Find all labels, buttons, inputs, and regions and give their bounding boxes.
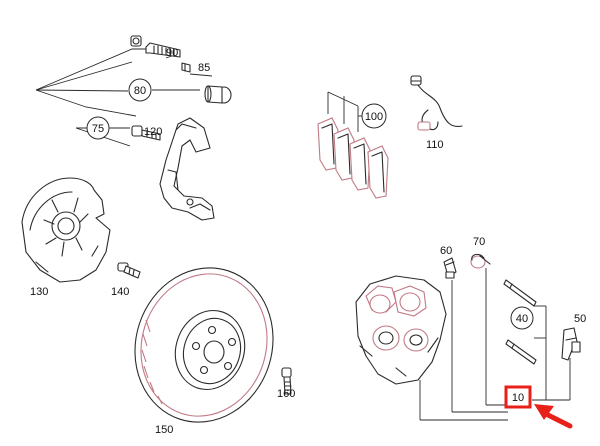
bolt-part-140[interactable] bbox=[117, 262, 141, 279]
label-130[interactable]: 130 bbox=[30, 286, 48, 298]
callout-40[interactable]: 40 bbox=[510, 306, 534, 330]
label-10: 10 bbox=[512, 392, 524, 404]
red-arrow-icon bbox=[534, 404, 573, 429]
callout-10-highlight[interactable]: 10 bbox=[504, 385, 532, 409]
callout-80[interactable]: 80 bbox=[128, 78, 152, 102]
callout-100[interactable]: 100 bbox=[361, 103, 387, 129]
guide-pins-part-40[interactable] bbox=[503, 279, 537, 365]
spring-clip-part-50[interactable] bbox=[561, 327, 581, 361]
label-80: 80 bbox=[134, 85, 146, 97]
wear-sensor-part-110[interactable] bbox=[410, 75, 463, 131]
label-60[interactable]: 60 bbox=[440, 245, 452, 257]
guide-pin-part-85[interactable] bbox=[181, 62, 191, 73]
label-120[interactable]: 120 bbox=[144, 126, 162, 138]
bolt-part-90[interactable] bbox=[145, 42, 181, 58]
brake-pads-part-100[interactable] bbox=[317, 91, 389, 199]
label-90[interactable]: 90 bbox=[166, 47, 178, 59]
leader-lines-caliper bbox=[419, 268, 571, 421]
callout-75[interactable]: 75 bbox=[86, 116, 110, 140]
bolt-part-120[interactable] bbox=[131, 125, 161, 141]
label-40: 40 bbox=[516, 313, 528, 325]
label-150[interactable]: 150 bbox=[155, 424, 173, 436]
label-75: 75 bbox=[92, 123, 104, 135]
brake-caliper-part-10[interactable] bbox=[355, 275, 447, 385]
label-70[interactable]: 70 bbox=[473, 236, 485, 248]
caliper-bracket[interactable] bbox=[159, 117, 215, 221]
dust-shield-part-130[interactable] bbox=[21, 177, 111, 283]
brake-disc-part-150[interactable] bbox=[115, 250, 293, 440]
label-85[interactable]: 85 bbox=[198, 62, 210, 74]
bolt-part-160[interactable] bbox=[281, 367, 292, 395]
nut-top[interactable] bbox=[130, 35, 142, 47]
bleeder-valve-part-60[interactable] bbox=[443, 257, 457, 279]
bleeder-cap-part-70[interactable] bbox=[470, 253, 491, 269]
label-110[interactable]: 110 bbox=[426, 139, 444, 151]
label-160[interactable]: 160 bbox=[277, 388, 295, 400]
label-140[interactable]: 140 bbox=[111, 286, 129, 298]
bushing-part-80[interactable] bbox=[204, 85, 232, 104]
label-50[interactable]: 50 bbox=[574, 313, 586, 325]
label-100: 100 bbox=[365, 111, 383, 123]
